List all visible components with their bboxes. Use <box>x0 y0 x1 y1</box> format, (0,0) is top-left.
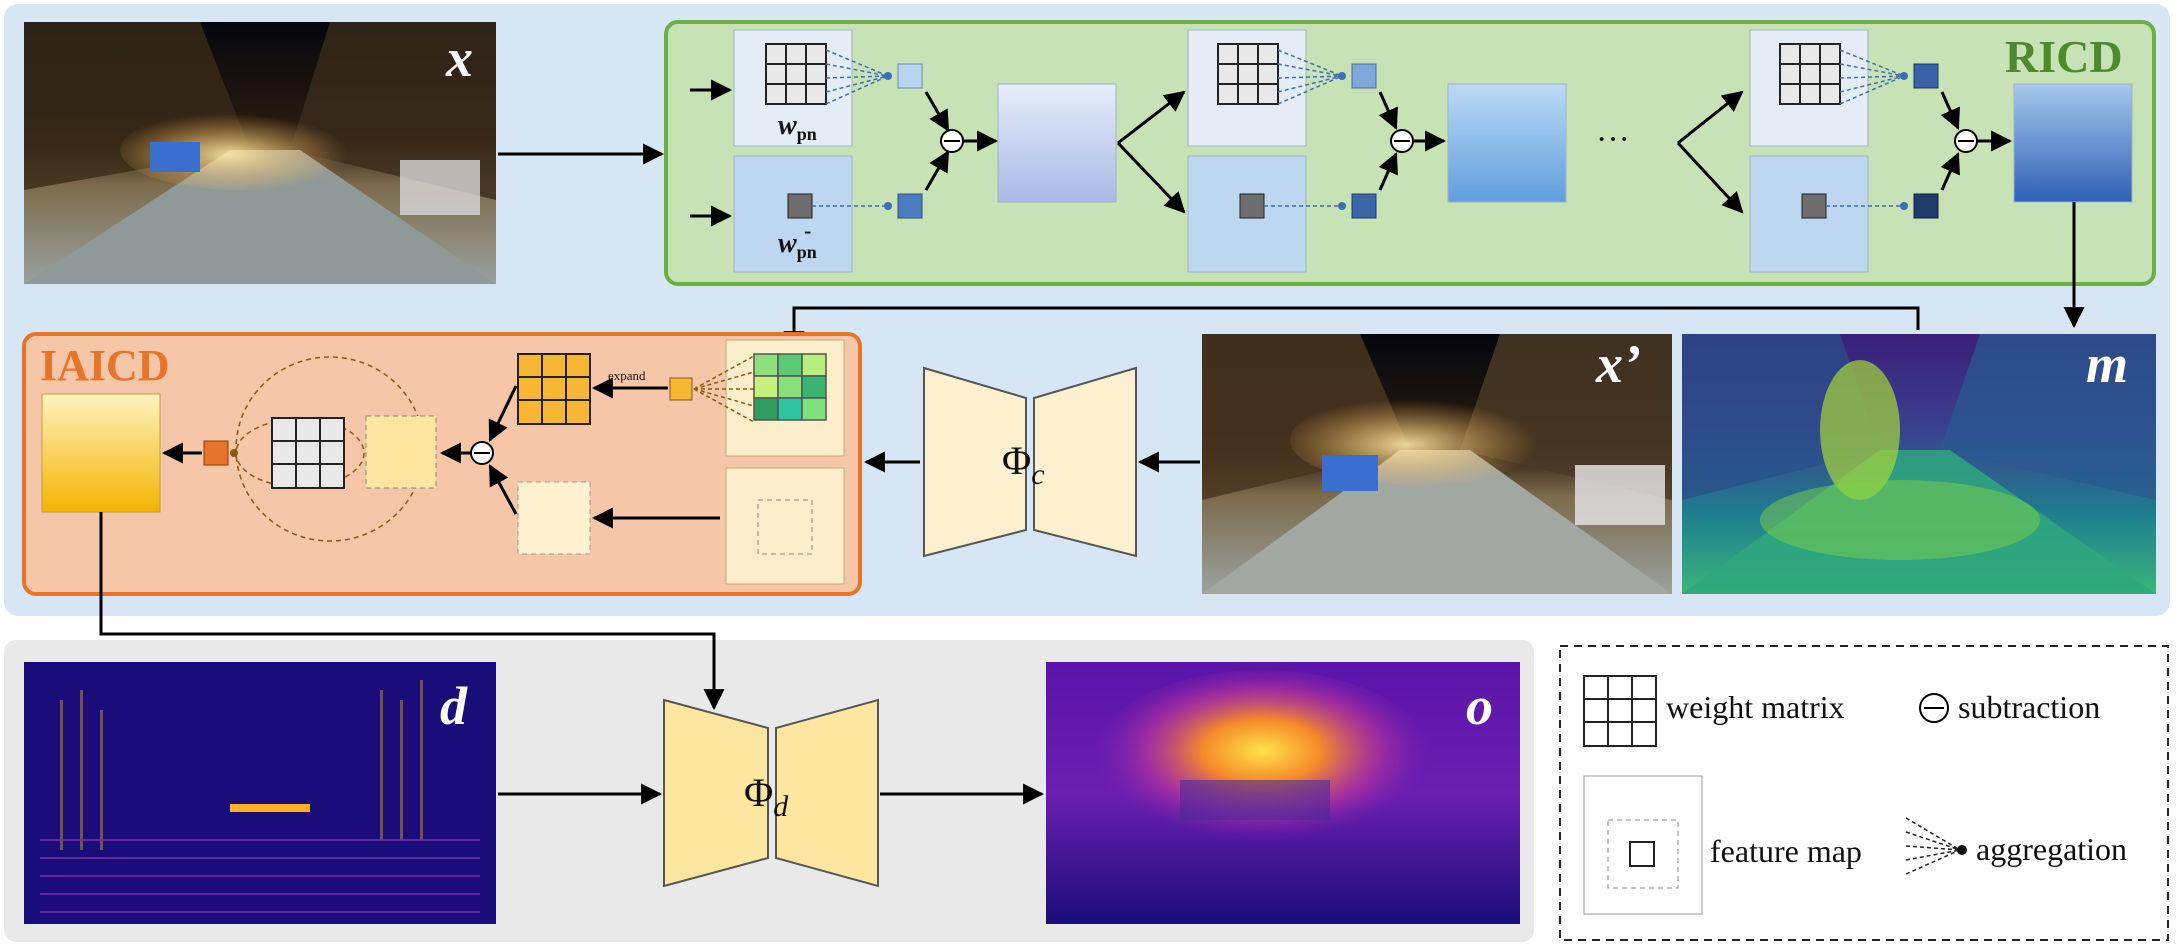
center-pixel-icon <box>1801 193 1827 219</box>
feature-map-icon <box>1583 775 1703 915</box>
weight-matrix-icon <box>1217 43 1279 105</box>
image-o-label: o <box>1466 676 1493 736</box>
weight-matrix-icon <box>271 417 345 489</box>
aggregation-lines-n <box>1826 49 1905 207</box>
image-x-prime: x’ <box>1202 334 1672 594</box>
phi-d-network: Φd <box>663 698 879 888</box>
aggregation-lines-iaicd <box>693 355 755 423</box>
legend-feature-map: feature map <box>1710 833 1862 869</box>
subtraction-icon <box>1954 129 1978 153</box>
expand-label: expand <box>608 368 646 383</box>
aggregation-icon <box>1905 817 1961 875</box>
green-weight-matrix <box>753 353 827 421</box>
legend: weight matrix subtraction feature map ag… <box>1559 645 2169 941</box>
iaicd-title: IAICD <box>40 341 170 390</box>
arrow-xprime-to-iaicd <box>783 306 1920 353</box>
iaicd-feature-box <box>365 415 437 489</box>
feature-map-inner <box>757 499 813 555</box>
iaicd-pixel-yellow <box>669 377 693 401</box>
w-neg-pn-label: wpn <box>778 228 817 262</box>
image-o: o <box>1046 662 1520 924</box>
ricd-module: RICD wpn wpn - <box>664 20 2156 286</box>
expanded-weight-matrix <box>517 353 591 425</box>
ricd-output-map-n <box>2013 83 2133 203</box>
center-pixel-icon <box>787 193 813 219</box>
legend-subtraction: subtraction <box>1958 689 2100 725</box>
image-x: x <box>24 22 496 284</box>
image-m-label: m <box>2086 334 2128 394</box>
iaicd-lower-feature-box <box>517 481 591 555</box>
pixel-neg-n <box>1913 193 1939 219</box>
iaicd-pixel-orange <box>203 440 229 466</box>
image-d-label: d <box>440 676 468 736</box>
subtraction-icon <box>1390 129 1414 153</box>
weight-matrix-icon <box>1583 675 1657 747</box>
iaicd-input-feature-panel <box>725 467 845 585</box>
ricd-output-map-2 <box>1447 83 1567 203</box>
image-m: m <box>1682 334 2156 594</box>
arrow-iaicd-to-phid <box>99 512 725 711</box>
ricd-output-map-1 <box>997 83 1117 203</box>
w-pn-label: wpn <box>778 110 817 144</box>
iaicd-output-map <box>41 393 161 513</box>
aggregation-lines-2 <box>1264 49 1343 207</box>
aggregation-lines-1 <box>812 49 889 207</box>
subtraction-icon <box>940 129 964 153</box>
phi-d-label: Φd <box>744 770 789 823</box>
image-x-prime-label: x’ <box>1595 334 1641 394</box>
weight-matrix-icon <box>765 43 827 105</box>
pixel-neg-1 <box>897 193 923 219</box>
image-d: d <box>24 662 496 924</box>
subtraction-icon <box>1919 693 1949 723</box>
image-x-label: x <box>445 28 473 88</box>
ricd-ellipsis: ··· <box>1596 121 1630 158</box>
subtraction-icon <box>470 441 494 465</box>
pixel-neg-2 <box>1351 193 1377 219</box>
pixel-pos-1 <box>897 63 923 89</box>
pixel-pos-2 <box>1351 63 1377 89</box>
legend-weight-matrix: weight matrix <box>1666 689 1845 725</box>
phi-c-label: Φc <box>1002 438 1045 491</box>
iaicd-module: IAICD expand <box>22 332 862 596</box>
w-neg-mark: - <box>804 218 811 243</box>
phi-c-network: Φc <box>923 366 1137 558</box>
weight-matrix-icon <box>1779 43 1841 105</box>
legend-aggregation: aggregation <box>1976 831 2127 867</box>
pixel-pos-n <box>1913 63 1939 89</box>
center-pixel-icon <box>1239 193 1265 219</box>
ricd-title: RICD <box>2005 31 2123 82</box>
